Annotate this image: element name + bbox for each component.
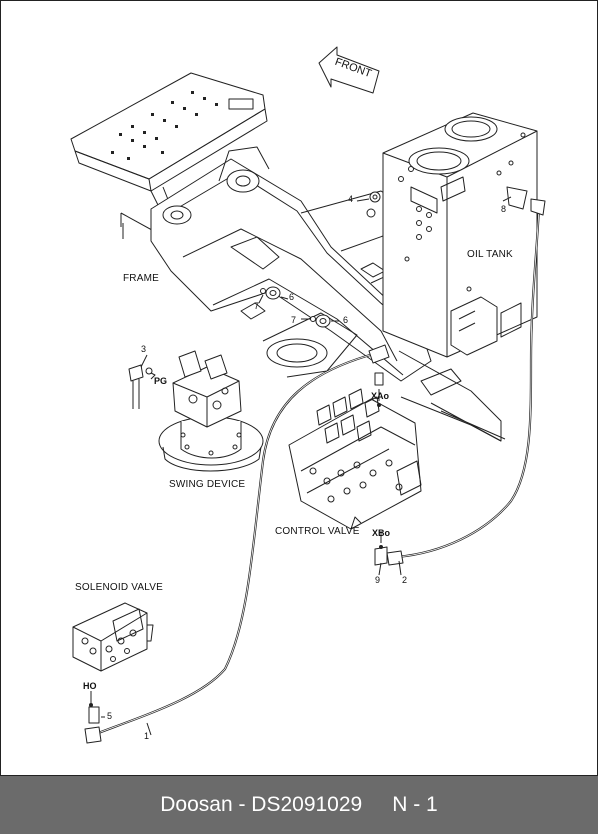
callout-2: 2 (402, 575, 408, 585)
diagram-drawing (70, 46, 546, 744)
swing-device-label: SWING DEVICE (169, 479, 246, 490)
oil-tank-label: OIL TANK (467, 249, 513, 260)
solenoid-valve-label: SOLENOID VALVE (75, 582, 164, 593)
solenoid-valve (72, 602, 148, 672)
footer-bar: Doosan - DS2091029 N - 1 (0, 776, 598, 834)
frame-label: FRAME (123, 273, 159, 284)
callout-9: 9 (375, 575, 381, 585)
hydraulic-diagram: FRONT FRAME OIL TANK SWING DEVICE CONTRO… (0, 0, 598, 776)
control-valve (288, 398, 422, 530)
frame-bolt-pattern (111, 91, 218, 160)
callout-3: 3 (141, 344, 147, 354)
front-arrow-icon (318, 46, 380, 94)
footer-separator: - (232, 793, 252, 816)
footer-page: N - 1 (392, 793, 438, 816)
frame-beam-left (150, 158, 432, 382)
footer-brand: Doosan (160, 793, 233, 816)
control-valve-label: CONTROL VALVE (275, 526, 360, 537)
port-xao-label: XAo (371, 391, 389, 401)
port-pg-label: PG (154, 376, 168, 386)
callout-4: 4 (348, 194, 354, 204)
port-xbo-label: XBo (372, 528, 390, 538)
port-ho-label: HO (83, 681, 97, 691)
callout-6a: 6 (289, 292, 295, 302)
callout-5: 5 (107, 711, 113, 721)
footer-part-number: DS2091029 (251, 793, 363, 816)
callout-7a: 7 (254, 301, 260, 311)
callout-6b: 6 (343, 315, 349, 325)
callout-8: 8 (501, 204, 507, 214)
callout-1: 1 (144, 731, 150, 741)
oil-tank (382, 112, 538, 358)
callout-7b: 7 (291, 315, 297, 325)
